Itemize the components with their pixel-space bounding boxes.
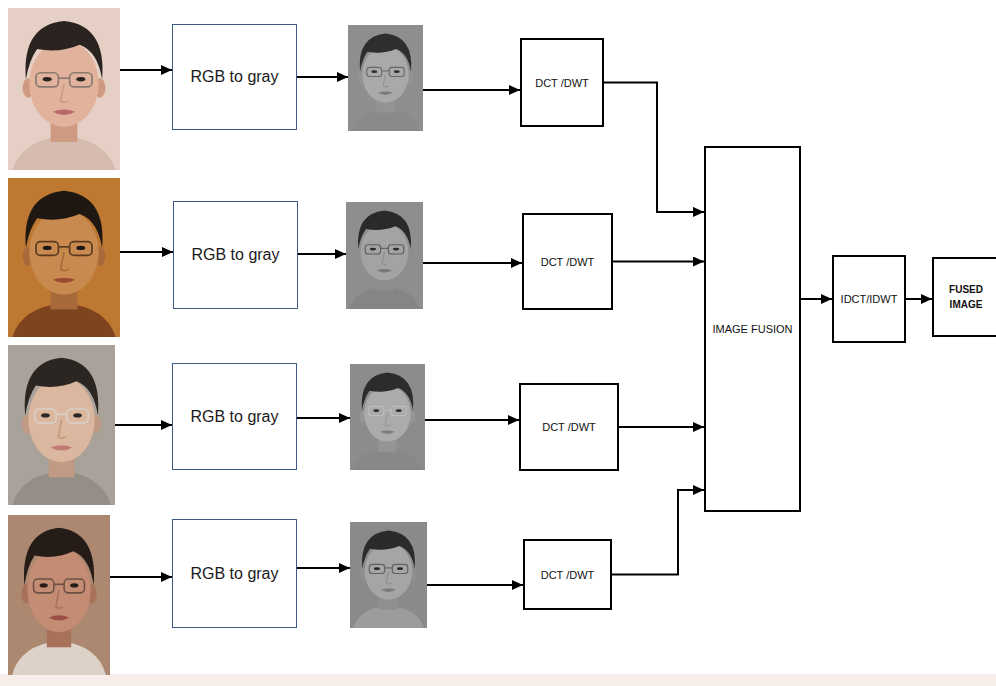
box-label: DCT /DWT — [535, 77, 589, 89]
color-face-photo — [8, 515, 110, 675]
box-label: DCT /DWT — [542, 421, 596, 433]
transform-box: DCT /DWT — [523, 539, 612, 610]
connector-arrow — [604, 83, 704, 212]
gray-face-image — [350, 522, 427, 628]
arrow — [423, 89, 520, 91]
process-box: RGB to gray — [172, 24, 297, 130]
transform-box: DCT /DWT — [520, 38, 604, 127]
faint-strip — [0, 674, 996, 686]
arrow — [120, 251, 173, 253]
connector-arrow — [613, 261, 704, 263]
connector-arrow — [612, 490, 704, 574]
box-label: DCT /DWT — [541, 569, 595, 581]
connector-layer — [604, 83, 932, 575]
color-face-photo — [8, 8, 120, 170]
arrow — [297, 76, 348, 78]
box-label: RGB to gray — [190, 408, 278, 426]
arrow — [427, 584, 523, 586]
gray-face-image — [346, 202, 423, 309]
process-box: RGB to gray — [172, 363, 297, 470]
arrow — [425, 419, 519, 421]
connector-arrow — [801, 298, 832, 300]
box-label: DCT /DWT — [541, 256, 595, 268]
box-label: IDCT/IDWT — [841, 293, 898, 305]
process-box: RGB to gray — [172, 519, 297, 628]
arrow — [298, 253, 346, 255]
input-arrows — [110, 70, 523, 585]
transform-box: DCT /DWT — [519, 383, 619, 471]
gray-face-image — [350, 364, 425, 470]
gray-face-image — [348, 25, 423, 131]
output-box: FUSED IMAGE — [932, 257, 996, 337]
color-face-photo — [8, 345, 115, 505]
box-label: IMAGE FUSION — [712, 323, 792, 335]
box-label: FUSED IMAGE — [934, 282, 996, 312]
box-label: RGB to gray — [190, 68, 278, 86]
inverse-transform-box: IDCT/IDWT — [832, 255, 906, 343]
box-label: RGB to gray — [190, 565, 278, 583]
arrow — [110, 576, 172, 578]
arrow — [297, 567, 350, 569]
transform-box: DCT /DWT — [522, 213, 613, 310]
arrow — [115, 424, 172, 426]
connector-arrow — [619, 426, 704, 428]
color-face-photo — [8, 178, 120, 337]
box-label: RGB to gray — [191, 246, 279, 264]
arrow — [120, 69, 172, 71]
connector-arrow — [906, 298, 932, 300]
arrow — [297, 417, 350, 419]
arrow — [423, 262, 522, 264]
fusion-box: IMAGE FUSION — [704, 146, 801, 512]
process-box: RGB to gray — [173, 201, 298, 309]
